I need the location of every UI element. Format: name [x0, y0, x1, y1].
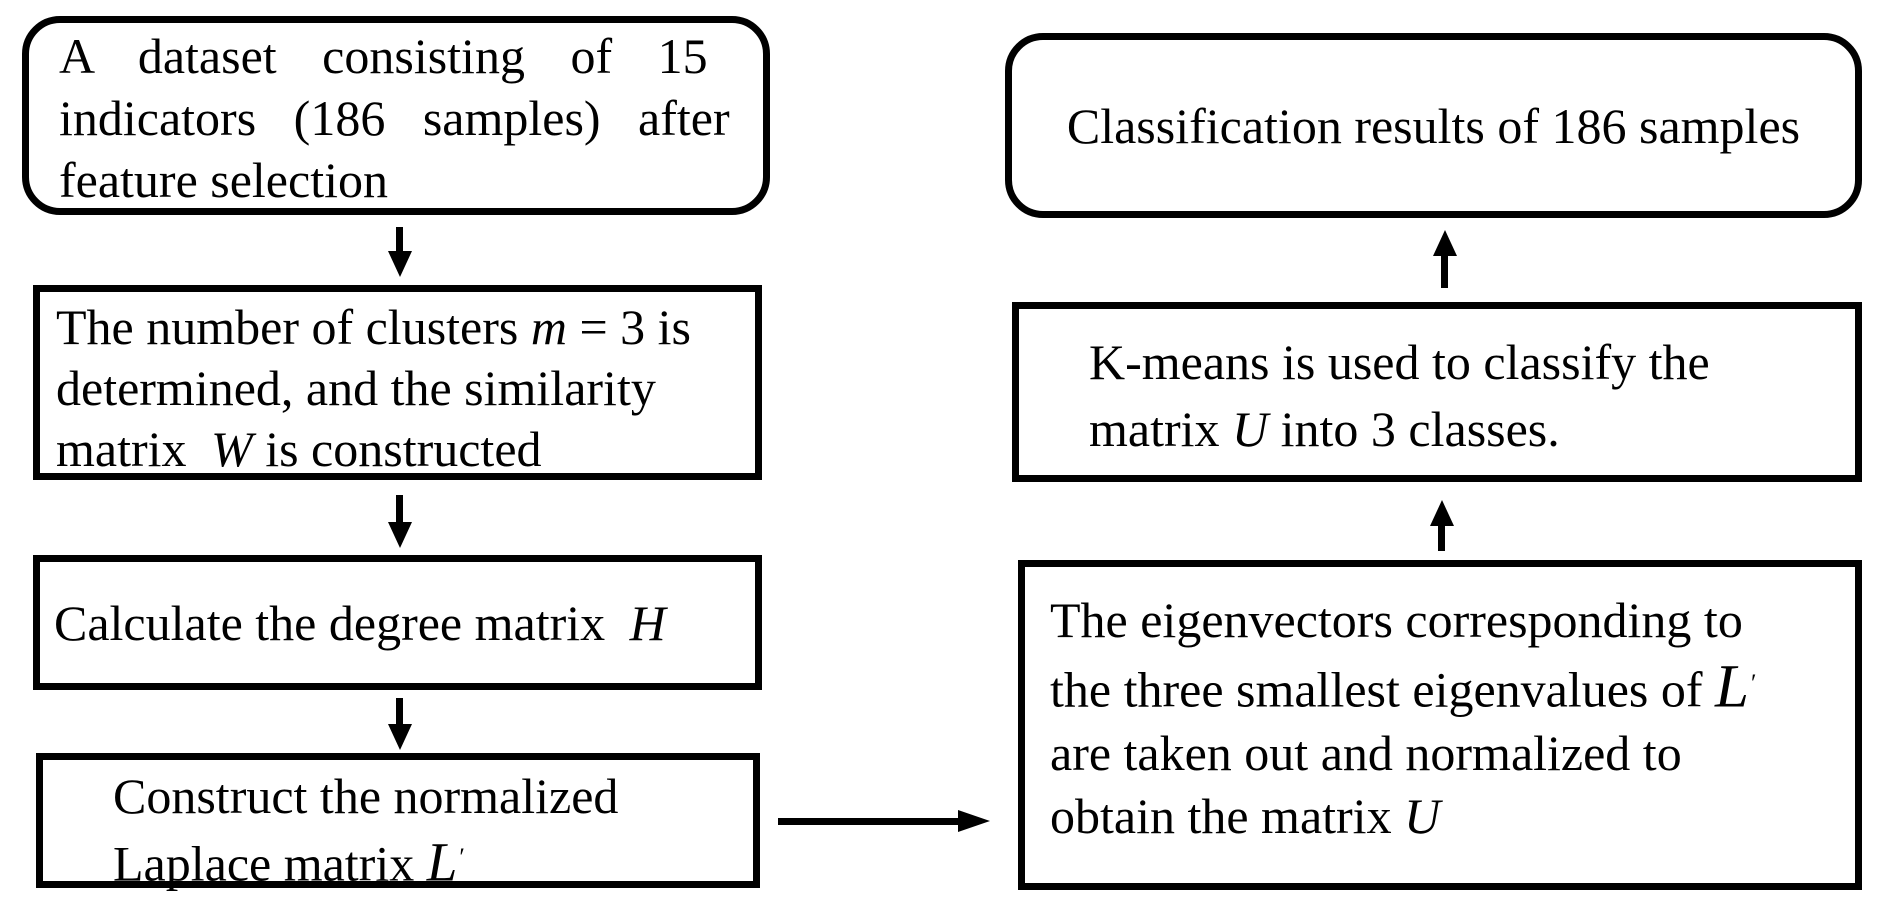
eigen-line-3: are taken out and normalized to [1050, 724, 1682, 781]
laplace-line-2: Laplace matrix L′ [113, 827, 753, 895]
variable-u: U [1404, 787, 1441, 844]
degree-text: Calculate the degree matrix [54, 594, 618, 651]
clusters-line-3-text: matrix [56, 421, 200, 477]
eigen-box: The eigenvectors corresponding to the th… [1018, 560, 1862, 890]
clusters-line-1-tail: = 3 is [566, 299, 692, 355]
connector-arrow-degree-to-laplace [388, 698, 412, 750]
dataset-line-3: feature selection [59, 152, 388, 208]
variable-h: H [629, 594, 666, 651]
eigen-line-1: The eigenvectors corresponding to [1050, 592, 1743, 648]
arrow-shaft [778, 818, 960, 825]
arrow-head-down [388, 251, 412, 277]
variable-l-normalized: L [426, 831, 458, 893]
prime-mark: ′ [1750, 670, 1757, 697]
kmeans-line-1: K-means is used to classify the [1089, 334, 1710, 390]
clusters-box: The number of clusters m = 3 is determin… [33, 285, 762, 480]
results-line: Classification results of 186 samples [1066, 97, 1801, 154]
connector-arrow-clusters-to-degree [388, 495, 412, 548]
variable-u: U [1232, 401, 1269, 457]
arrow-head-down [388, 522, 412, 548]
prime-mark: ′ [459, 844, 465, 871]
laplace-line-2-text: Laplace matrix [113, 835, 427, 892]
clusters-line-3: matrix W is constructed [56, 419, 755, 480]
arrow-head-right [958, 810, 990, 832]
variable-w: W [211, 421, 253, 477]
arrow-head-up [1433, 230, 1457, 256]
arrow-shaft [396, 495, 403, 524]
degree-box: Calculate the degree matrix H [33, 555, 762, 690]
arrow-shaft [1441, 254, 1448, 288]
clusters-line-3-tail: is constructed [252, 421, 542, 477]
kmeans-box: K-means is used to classify the matrix U… [1012, 302, 1862, 482]
arrow-shaft [1438, 524, 1445, 551]
clusters-line-1-text: The number of clusters [56, 299, 531, 355]
eigen-line-4-text: obtain the matrix [1050, 787, 1405, 844]
dataset-line-1: A dataset consisting of 15 [59, 28, 708, 84]
clusters-line-1: The number of clusters m = 3 is [56, 297, 755, 358]
arrow-shaft [396, 227, 403, 253]
kmeans-line-2-text: matrix [1089, 401, 1233, 457]
kmeans-line-2: matrix U into 3 classes. [1089, 396, 1855, 463]
degree-line: Calculate the degree matrix H [54, 594, 666, 652]
connector-arrow-laplace-to-eigen [778, 810, 990, 833]
laplace-box: Construct the normalized Laplace matrix … [36, 753, 760, 893]
eigen-line-2: the three smallest eigenvalues of L′ [1050, 652, 1855, 722]
results-box: Classification results of 186 samples [1005, 33, 1862, 218]
connector-arrow-kmeans-to-results [1433, 230, 1457, 288]
eigen-line-4: obtain the matrix U [1050, 785, 1855, 848]
variable-l-normalized: L [1715, 653, 1749, 721]
arrow-head-up [1430, 500, 1454, 526]
clusters-line-2: determined, and the similarity [56, 360, 656, 416]
arrow-shaft [396, 698, 403, 726]
kmeans-line-2-tail: into 3 classes. [1268, 401, 1560, 457]
connector-arrow-dataset-to-clusters [388, 227, 412, 277]
eigen-line-2-text: the three smallest eigenvalues of [1050, 661, 1716, 718]
connector-arrow-eigen-to-kmeans [1430, 500, 1454, 551]
variable-m: m [530, 299, 567, 355]
dataset-line-2: indicators (186 samples) after [59, 90, 730, 146]
arrow-head-down [388, 724, 412, 750]
dataset-box: A dataset consisting of 15 indicators (1… [22, 16, 770, 215]
laplace-line-1: Construct the normalized [113, 768, 619, 824]
